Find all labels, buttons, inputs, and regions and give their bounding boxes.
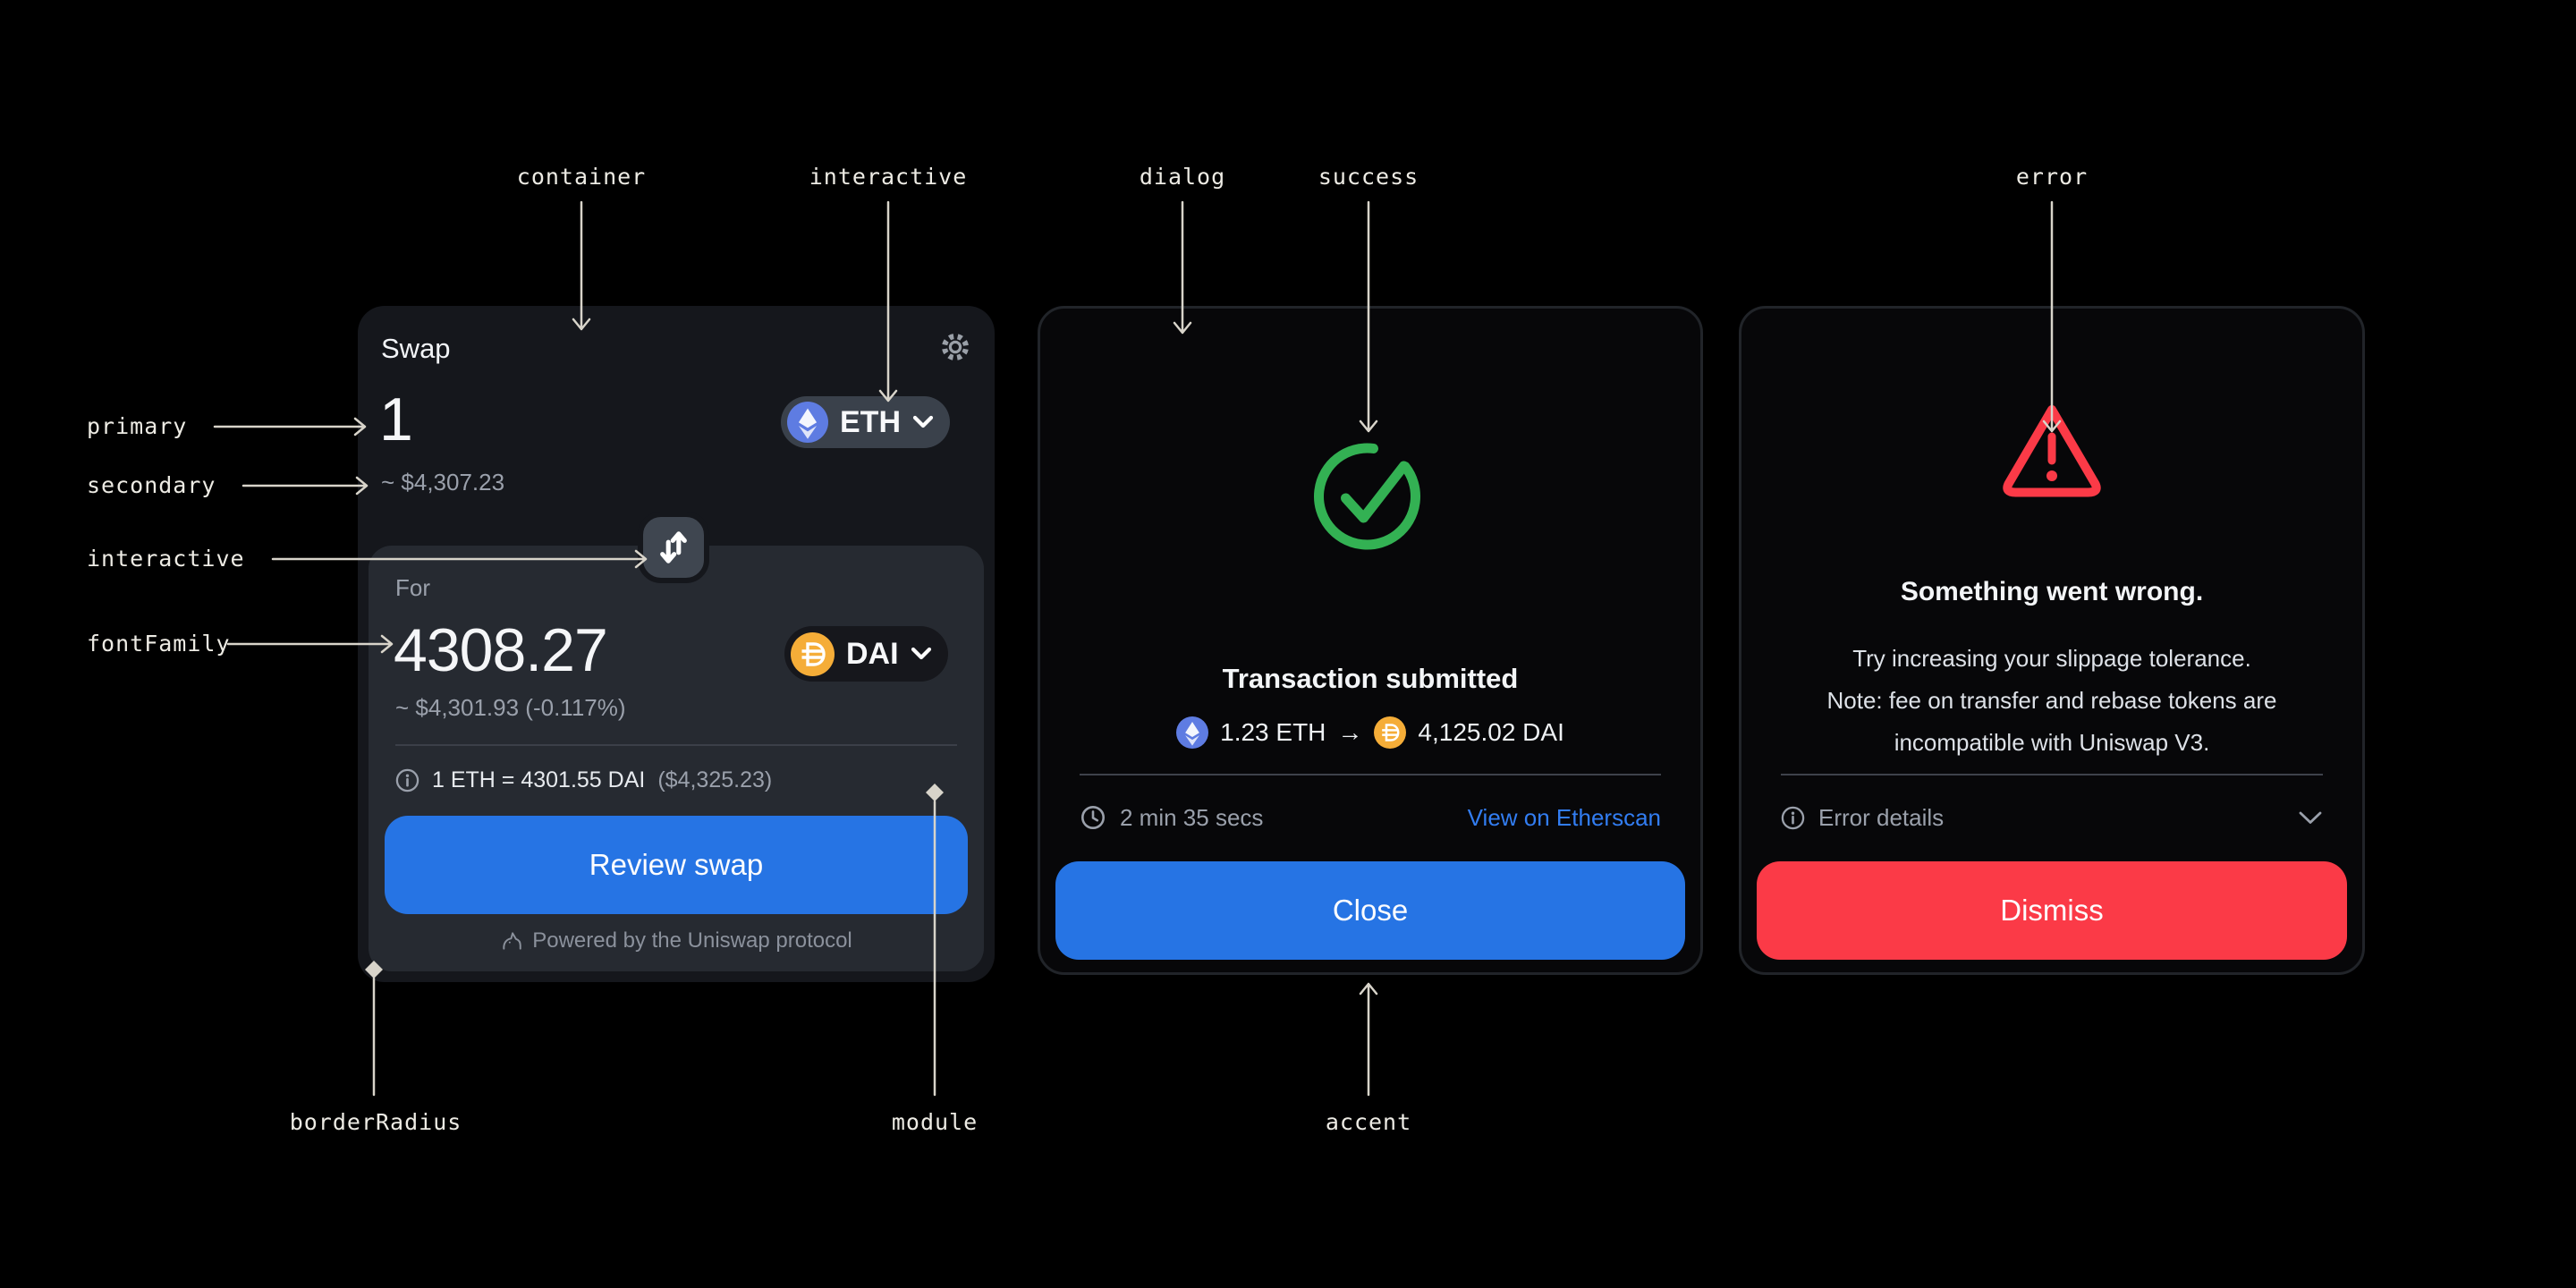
review-swap-button[interactable]: Review swap	[385, 816, 968, 914]
sell-fiat-value: ~ $4,307.23	[381, 469, 505, 496]
clock-icon	[1080, 804, 1106, 831]
annotation-label-secondary: secondary	[87, 472, 216, 498]
annotation-label-success: success	[1318, 164, 1419, 190]
transaction-duration: 2 min 35 secs	[1120, 803, 1264, 831]
annotation-label-dialog: dialog	[1139, 164, 1226, 190]
error-details-label: Error details	[1818, 803, 1945, 831]
error-body: Try increasing your slippage tolerance. …	[1741, 638, 2362, 764]
sell-token-selector[interactable]: ETH	[781, 396, 950, 448]
annotation-label-error: error	[2015, 164, 2089, 190]
dialog-divider	[1080, 774, 1661, 775]
arrow-right-icon: →	[1337, 718, 1363, 746]
to-amount: 4,125.02 DAI	[1418, 718, 1564, 746]
buy-token-selector[interactable]: DAI	[784, 626, 948, 682]
error-body-line: Note: fee on transfer and rebase tokens …	[1826, 687, 2277, 714]
exchange-rate-row: 1 ETH = 4301.55 DAI ($4,325.23)	[395, 766, 772, 794]
annotation-label-fontfamily: fontFamily	[87, 631, 231, 657]
chevron-down-icon[interactable]	[2298, 810, 2323, 826]
buy-amount-input[interactable]: 4308.27	[394, 616, 608, 684]
swap-title: Swap	[381, 333, 451, 364]
annotation-label-accent: accent	[1325, 1109, 1412, 1135]
exchange-rate-fiat: ($4,325.23)	[657, 767, 773, 792]
dai-token-icon	[791, 631, 835, 676]
sell-amount-input[interactable]: 1	[379, 386, 413, 453]
annotation-label-interactive-left: interactive	[87, 546, 245, 572]
from-amount: 1.23 ETH	[1220, 718, 1326, 746]
swap-direction-button[interactable]	[638, 512, 709, 583]
buy-module: For 4308.27 DAI ~ $4,301.93 (-0.	[369, 546, 984, 971]
module-divider	[395, 744, 957, 746]
buy-label: For	[395, 574, 430, 601]
annotation-line-accent	[1359, 982, 1378, 1097]
powered-by-row: Powered by the Uniswap protocol	[369, 928, 984, 953]
annotation-label-interactive-top: interactive	[809, 164, 968, 190]
uniswap-unicorn-icon	[500, 929, 523, 953]
error-warning-icon	[2001, 402, 2104, 504]
annotation-line-secondary	[242, 476, 369, 496]
swap-arrows-icon	[660, 531, 687, 564]
exchange-rate: 1 ETH = 4301.55 DAI	[432, 767, 646, 792]
view-on-etherscan-link[interactable]: View on Etherscan	[1467, 803, 1661, 831]
swap-summary-row: 1.23 ETH → 4,125.02 DAI	[1040, 716, 1700, 749]
annotation-label-primary: primary	[87, 413, 188, 439]
annotation-label-module: module	[891, 1109, 979, 1135]
dai-token-icon	[1374, 716, 1407, 749]
success-check-icon	[1310, 432, 1431, 557]
swap-widget-container: Swap 1 ETH ~ $4,307.23	[358, 306, 995, 982]
error-details-row[interactable]: Error details	[1781, 801, 2323, 835]
eth-token-icon	[1176, 716, 1209, 749]
error-title: Something went wrong.	[1900, 577, 2204, 606]
eth-token-icon	[787, 402, 828, 443]
transaction-meta-row: 2 min 35 secs View on Etherscan	[1080, 801, 1661, 835]
gear-icon[interactable]	[939, 331, 971, 363]
error-body-line: Try increasing your slippage tolerance.	[1852, 645, 2251, 672]
error-body-line: incompatible with Uniswap V3.	[1894, 729, 2210, 756]
transaction-submitted-dialog: Transaction submitted 1.23 ETH → 4,125.0…	[1038, 306, 1703, 975]
chevron-down-icon	[911, 647, 932, 661]
close-button[interactable]: Close	[1055, 861, 1685, 960]
chevron-down-icon	[912, 415, 934, 429]
dialog-divider	[1781, 774, 2323, 775]
info-icon	[395, 768, 419, 792]
annotation-label-borderradius: borderRadius	[289, 1109, 462, 1135]
sell-token-label: ETH	[840, 404, 901, 439]
dismiss-button[interactable]: Dismiss	[1757, 861, 2347, 960]
buy-fiat-value: ~ $4,301.93 (-0.117%)	[395, 694, 626, 721]
info-icon	[1781, 806, 1805, 830]
dialog-title: Transaction submitted	[1222, 663, 1519, 694]
error-dialog: Something went wrong. Try increasing you…	[1739, 306, 2365, 975]
annotation-label-container: container	[516, 164, 647, 190]
annotation-line-primary	[213, 417, 367, 436]
buy-token-label: DAI	[846, 636, 899, 671]
powered-by-text: Powered by the Uniswap protocol	[532, 928, 852, 953]
